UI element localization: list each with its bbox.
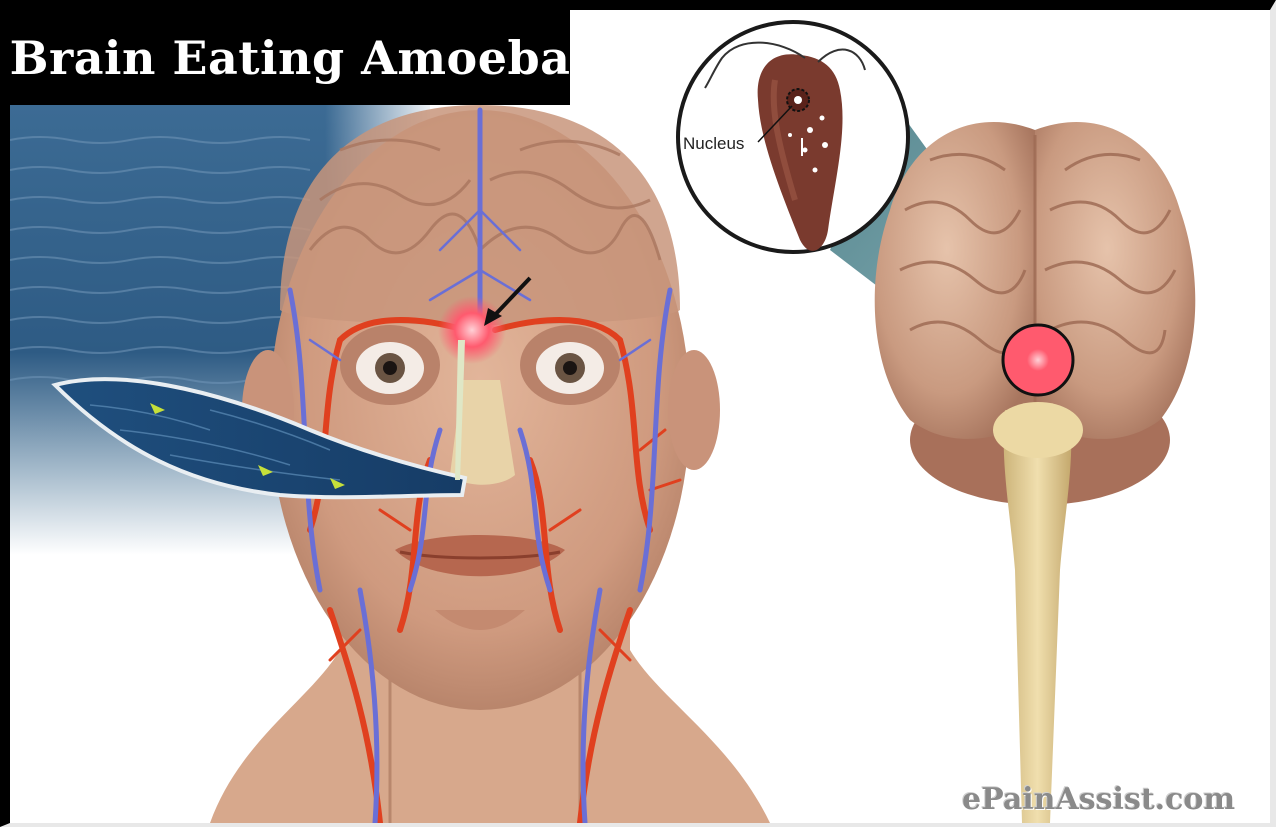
page-title: Brain Eating Amoeba xyxy=(10,31,571,85)
infection-site xyxy=(438,296,506,364)
nucleus-label: Nucleus xyxy=(683,134,744,154)
brain-illustration xyxy=(875,122,1196,823)
anatomy-scene xyxy=(10,10,1270,823)
watermark: ePainAssist.com xyxy=(962,782,1235,817)
title-banner: Brain Eating Amoeba xyxy=(10,10,570,105)
